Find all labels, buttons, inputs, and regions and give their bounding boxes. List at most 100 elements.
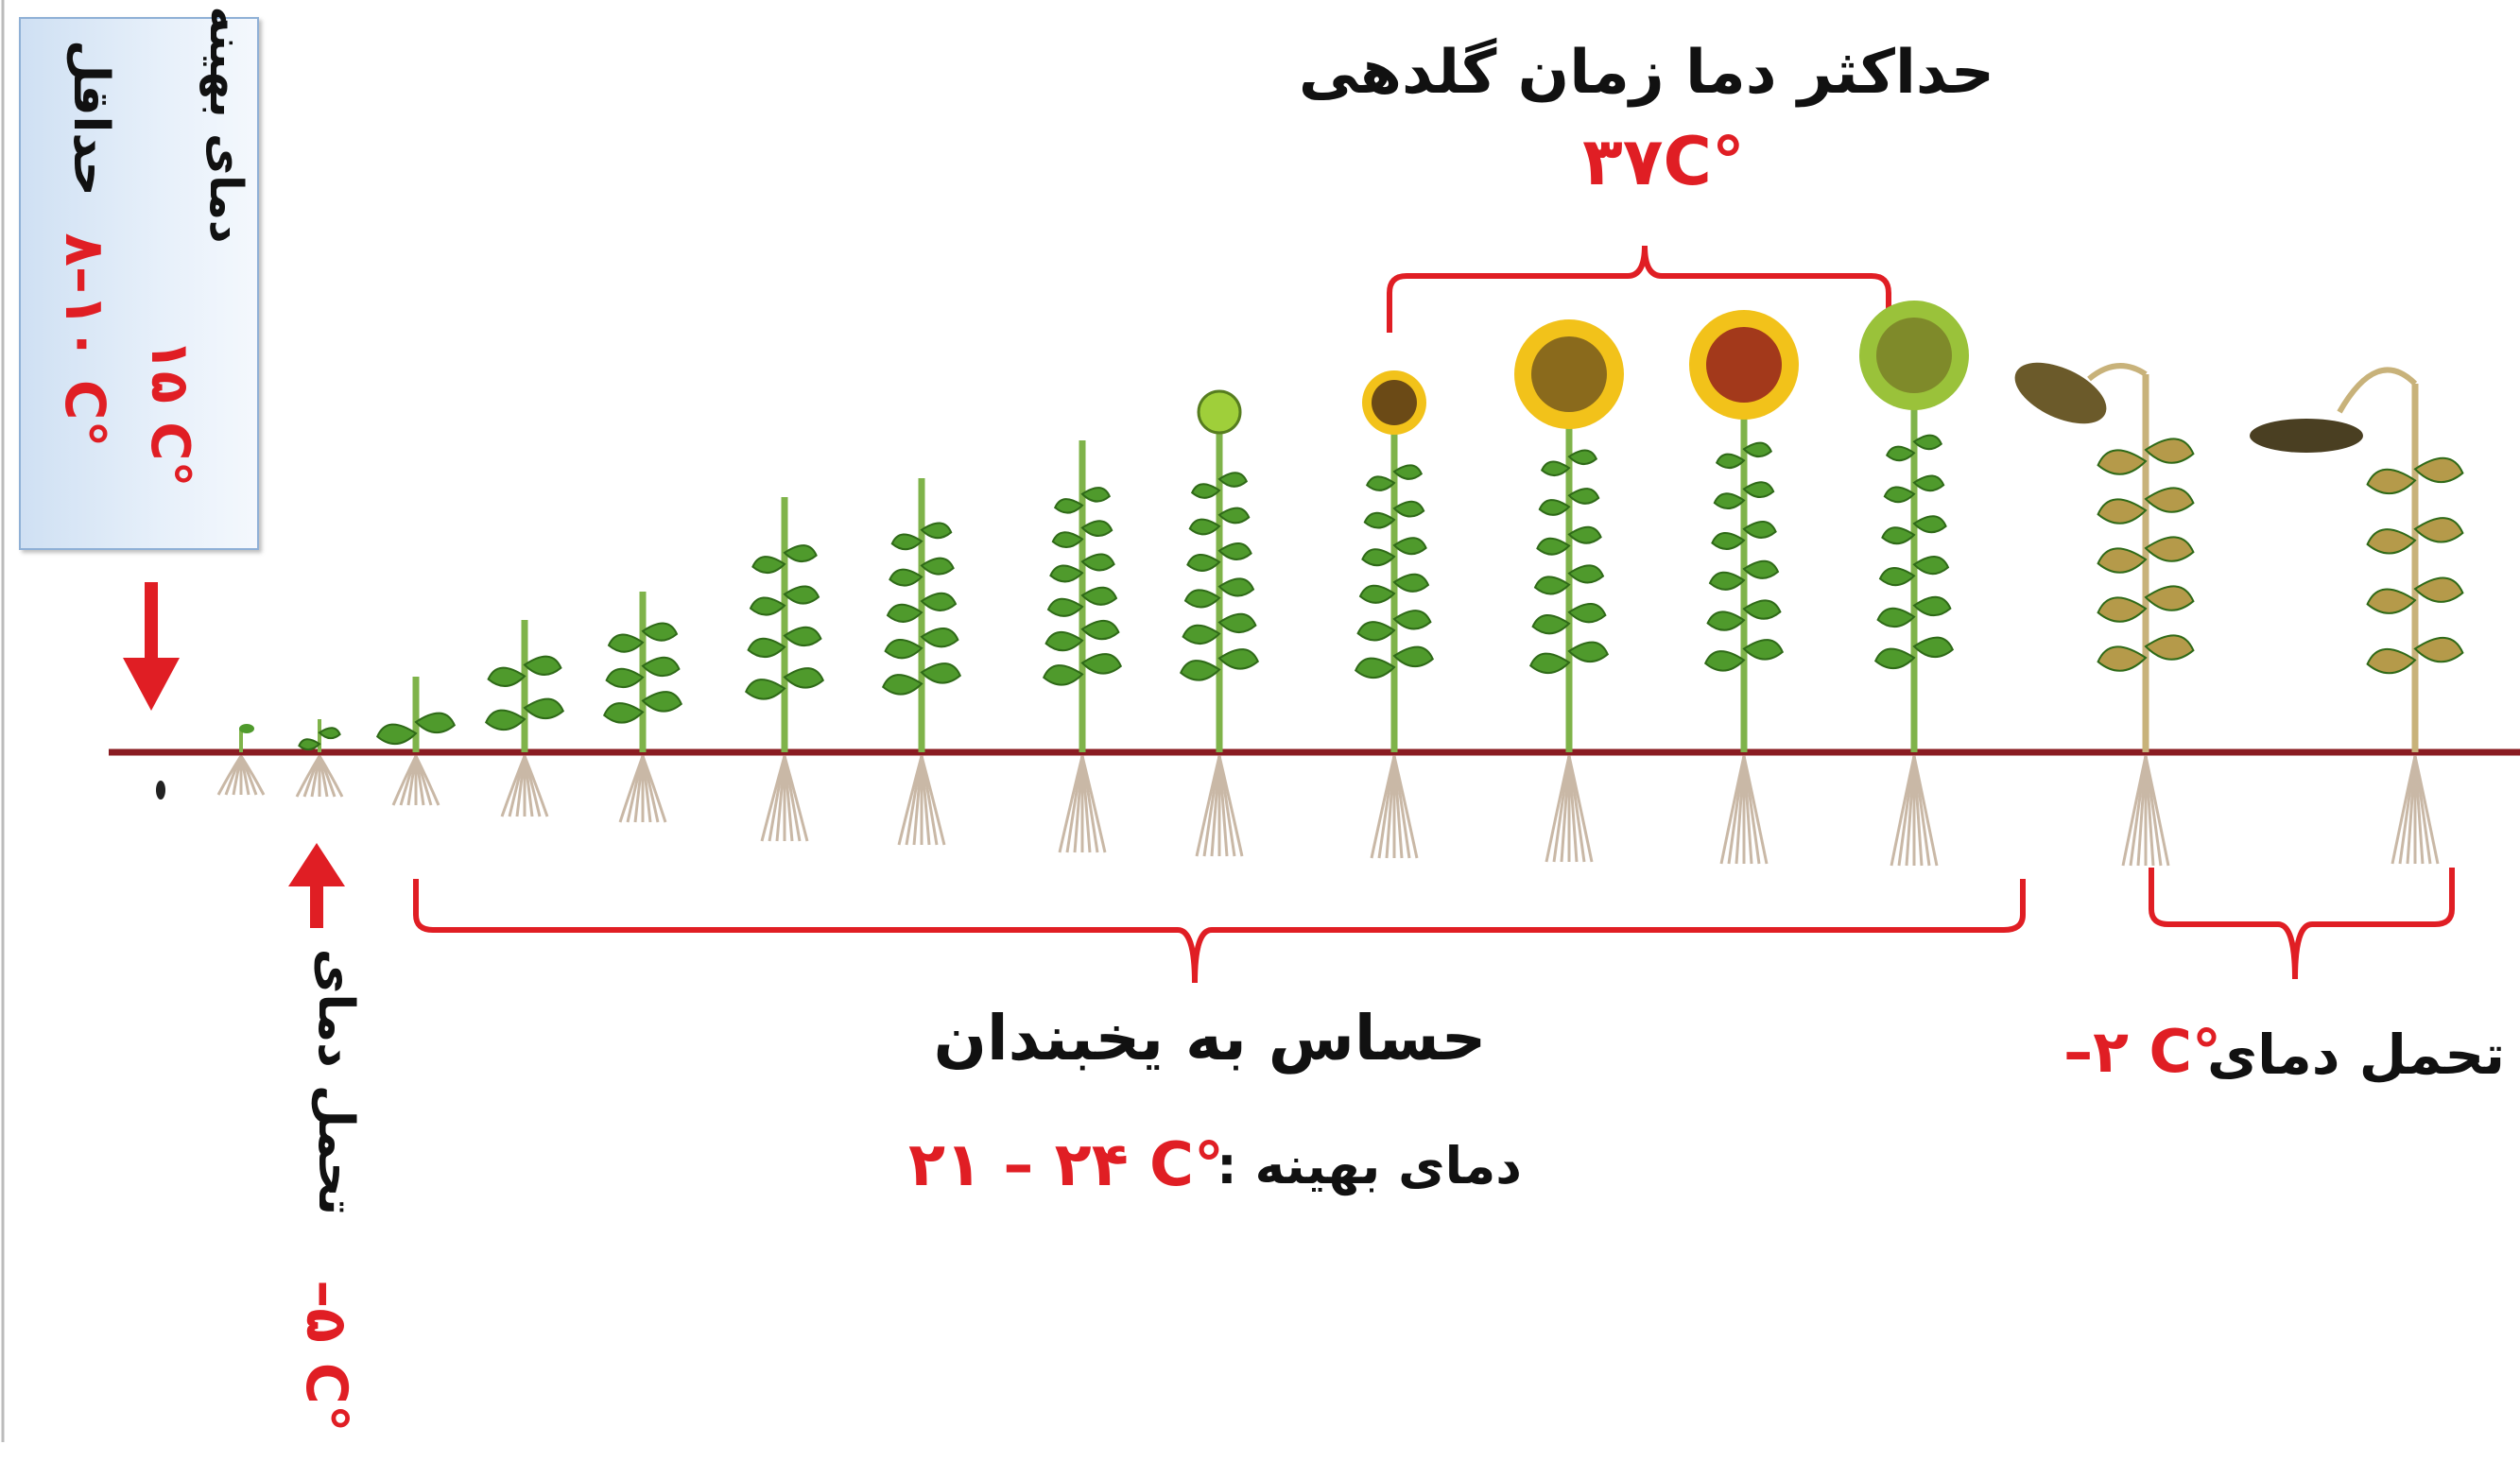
leaf: [1708, 571, 1746, 591]
flower-disk: [1876, 318, 1952, 393]
leaf: [1567, 564, 1605, 584]
leaf: [641, 656, 681, 678]
leaf: [1531, 614, 1571, 635]
leaf: [1354, 657, 1396, 679]
leaf: [1183, 589, 1221, 609]
growth-stages-canvas: [1, 0, 2520, 1442]
leaf: [1190, 483, 1221, 499]
leaf: [602, 702, 645, 724]
leaf: [1881, 526, 1916, 545]
optimal-temp-range: ۲۱ – ۲۴ C°: [907, 1130, 1224, 1200]
leaf: [2366, 588, 2417, 614]
dry-flower-head: [2014, 362, 2107, 424]
flowering-max-temp-value: ۳۷C°: [1582, 123, 1745, 200]
leaf: [641, 622, 679, 642]
root: [1567, 755, 1594, 863]
mature-tolerance-value: –۲ C°: [2063, 1017, 2221, 1086]
seed: [156, 781, 165, 800]
leaf: [1186, 554, 1221, 572]
leaf: [523, 655, 562, 676]
leaf: [1742, 559, 1780, 579]
stage-7: [744, 497, 825, 842]
root: [1912, 755, 1939, 867]
leaf: [2097, 596, 2148, 623]
leaf: [747, 637, 786, 659]
sunflower-growth-diagram: حداقل ۸–۱۰ C° دمای بهینه ۱۵ C° تحمل دمای…: [1, 0, 2520, 1442]
stage-13: [1689, 310, 1799, 865]
leaf: [2413, 456, 2464, 484]
leaf: [1044, 630, 1084, 652]
leaf: [1912, 556, 1950, 576]
leaf: [1540, 460, 1571, 476]
leaf: [1217, 612, 1257, 633]
flowering-brace: [1387, 245, 1891, 333]
mature-tolerance-brace: [2149, 868, 2455, 980]
leaf: [1742, 441, 1773, 458]
leaf: [2097, 449, 2148, 475]
leaf: [414, 712, 457, 734]
leaf: [890, 533, 923, 551]
leaf: [605, 667, 645, 689]
root: [414, 755, 440, 806]
leaf: [920, 592, 958, 611]
leaf: [1706, 611, 1746, 631]
leaf: [523, 697, 565, 720]
leaf: [881, 674, 923, 696]
arrow-down-icon: [123, 582, 180, 711]
root: [523, 755, 549, 817]
leaf: [2413, 576, 2464, 603]
leaf: [1742, 521, 1777, 539]
stage-11: [1354, 370, 1435, 859]
leaf: [1042, 664, 1084, 686]
leaf: [1873, 647, 1916, 670]
stage-15: [2014, 362, 2195, 867]
frost-sensitive-brace: [413, 879, 2026, 984]
root: [2144, 755, 2170, 867]
root: [1080, 755, 1107, 853]
stage-2: [216, 724, 266, 796]
leaf: [920, 662, 962, 684]
leaf: [1080, 586, 1118, 606]
leaf: [1049, 564, 1084, 583]
root: [1392, 755, 1419, 859]
dry-neck: [2337, 367, 2418, 414]
stage-12: [1514, 319, 1624, 863]
stage-1: [156, 781, 165, 800]
leaf: [1080, 619, 1120, 641]
leaf: [2413, 517, 2464, 543]
root: [2413, 755, 2440, 865]
leaf: [2144, 438, 2195, 464]
leaf: [1217, 507, 1251, 525]
leaf: [487, 666, 526, 687]
leaf: [920, 522, 953, 540]
leaf: [2366, 468, 2417, 495]
leaf: [920, 557, 955, 576]
leaf: [1217, 648, 1260, 670]
leaf: [1217, 577, 1255, 597]
leaf: [2366, 528, 2417, 555]
leaf: [1912, 474, 1945, 492]
leaf: [1365, 475, 1396, 491]
arrow-up-icon: [288, 843, 345, 928]
root: [1217, 755, 1244, 857]
leaf: [1051, 531, 1084, 548]
leaf: [1885, 445, 1916, 462]
leaf: [1703, 650, 1746, 672]
root: [318, 755, 344, 798]
leaf: [1878, 567, 1916, 587]
leaf: [1080, 520, 1113, 537]
leaf: [1182, 624, 1221, 645]
stage-3: [295, 719, 344, 798]
stage-8: [881, 478, 962, 846]
leaf: [1883, 486, 1916, 504]
leaf: [1217, 472, 1249, 488]
leaf: [1876, 607, 1916, 628]
leaf: [1912, 434, 1943, 451]
stage-14: [1859, 301, 1969, 867]
leaf: [1567, 603, 1607, 624]
leaf: [2097, 547, 2148, 574]
leaf: [2144, 536, 2195, 562]
leaf: [2144, 634, 2195, 661]
flower-bud: [1197, 389, 1242, 435]
leaf: [1392, 610, 1432, 630]
